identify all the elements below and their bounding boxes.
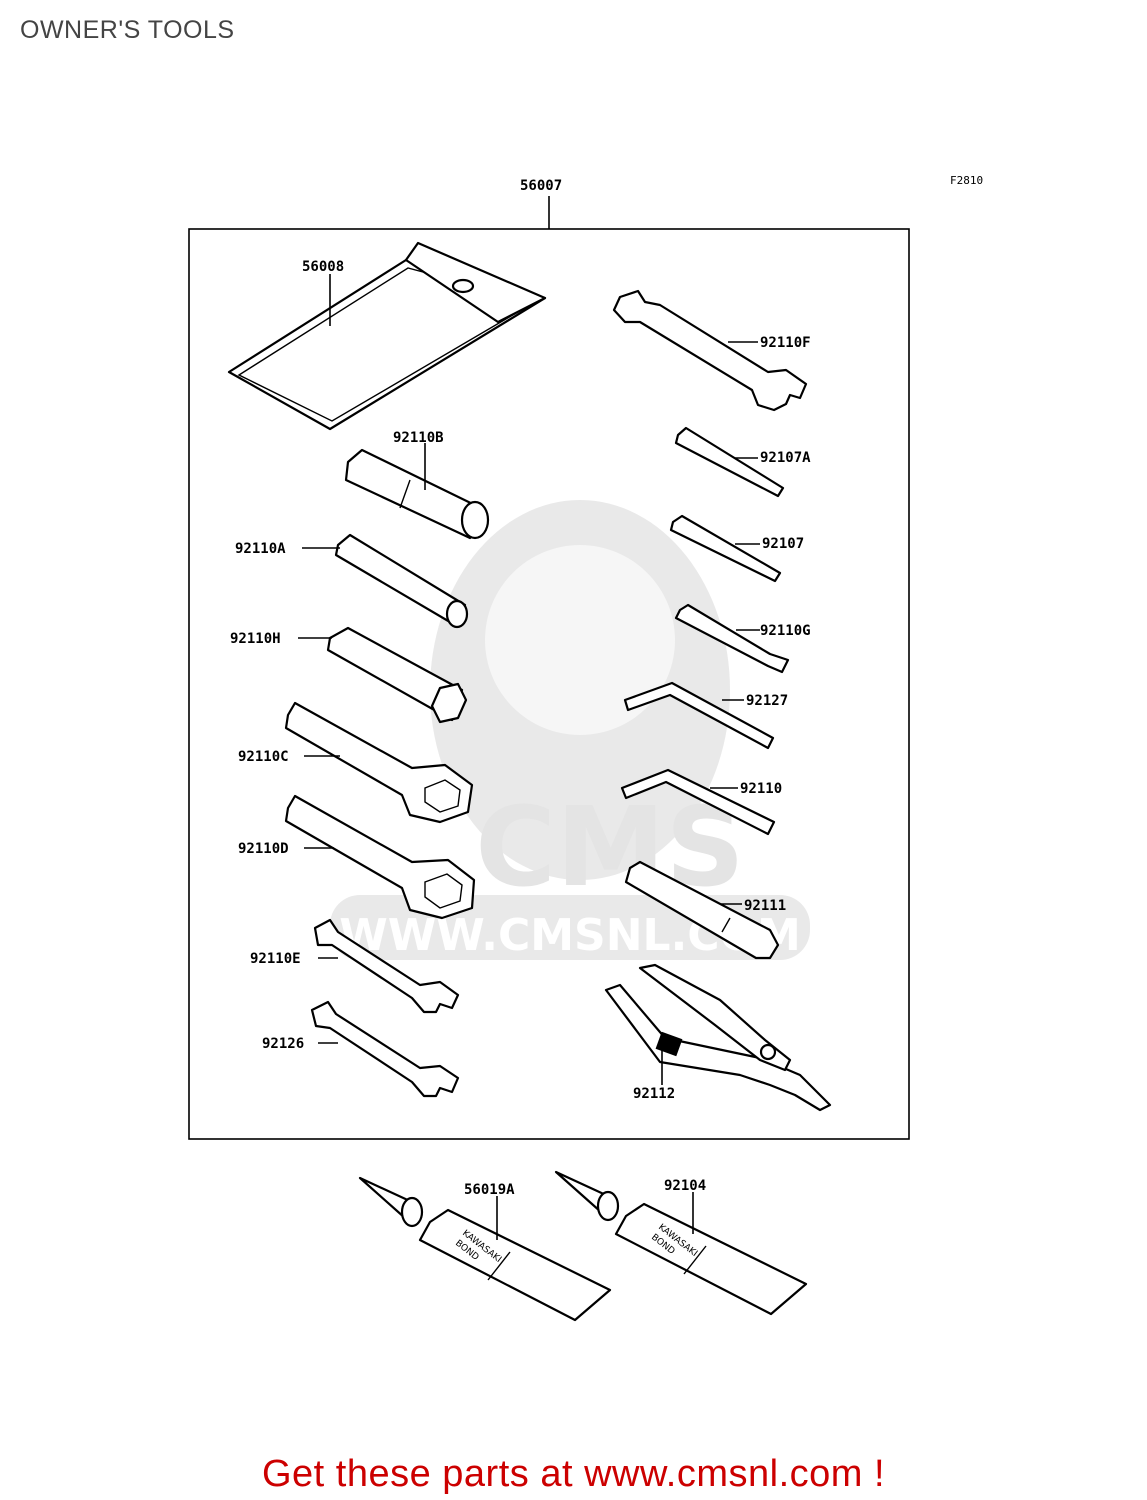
bond-tube-56019A: KAWASAKI BOND bbox=[358, 1176, 612, 1322]
label-56007: 56007 bbox=[520, 178, 562, 194]
hex-key-92110 bbox=[620, 768, 776, 836]
label-56008: 56008 bbox=[302, 259, 344, 275]
label-92110E: 92110E bbox=[250, 951, 301, 967]
socket-92110A bbox=[334, 533, 469, 629]
label-92110A: 92110A bbox=[235, 541, 286, 557]
figure-code: F2810 bbox=[950, 174, 983, 187]
label-92107: 92107 bbox=[762, 536, 804, 552]
bond-tube-92104: KAWASAKI BOND bbox=[554, 1170, 808, 1316]
label-92110H: 92110H bbox=[230, 631, 281, 647]
handle-92111 bbox=[624, 860, 780, 960]
footer-promo-link[interactable]: Get these parts at www.cmsnl.com ! bbox=[261, 1453, 886, 1495]
ring-spanner-92110C bbox=[284, 701, 474, 824]
hex-key-92127 bbox=[623, 681, 775, 750]
page-title: OWNER'S TOOLS bbox=[20, 16, 235, 44]
label-92110B: 92110B bbox=[393, 430, 444, 446]
label-92111: 92111 bbox=[744, 898, 786, 914]
box-wrench-92110B bbox=[344, 448, 490, 540]
label-92110D: 92110D bbox=[238, 841, 289, 857]
label-92107A: 92107A bbox=[760, 450, 811, 466]
tool-bag-56008 bbox=[227, 241, 547, 431]
wrench-92126 bbox=[310, 1000, 460, 1098]
label-92127: 92127 bbox=[746, 693, 788, 709]
label-92126: 92126 bbox=[262, 1036, 304, 1052]
watermark-logo: CMS bbox=[475, 783, 744, 911]
ring-spanner-92110D bbox=[284, 794, 476, 920]
screwdriver-92107 bbox=[669, 514, 782, 583]
label-92110C: 92110C bbox=[238, 749, 289, 765]
label-56019A: 56019A bbox=[464, 1182, 515, 1198]
label-92110: 92110 bbox=[740, 781, 782, 797]
label-92112: 92112 bbox=[633, 1086, 675, 1102]
socket-92110H bbox=[326, 626, 468, 724]
wrench-92110F bbox=[612, 289, 808, 412]
label-92110G: 92110G bbox=[760, 623, 811, 639]
label-92104: 92104 bbox=[664, 1178, 706, 1194]
screwdriver-92107A bbox=[674, 426, 785, 498]
wrench-92110G bbox=[674, 603, 790, 674]
wrench-92110E bbox=[313, 918, 460, 1014]
label-92110F: 92110F bbox=[760, 335, 811, 351]
